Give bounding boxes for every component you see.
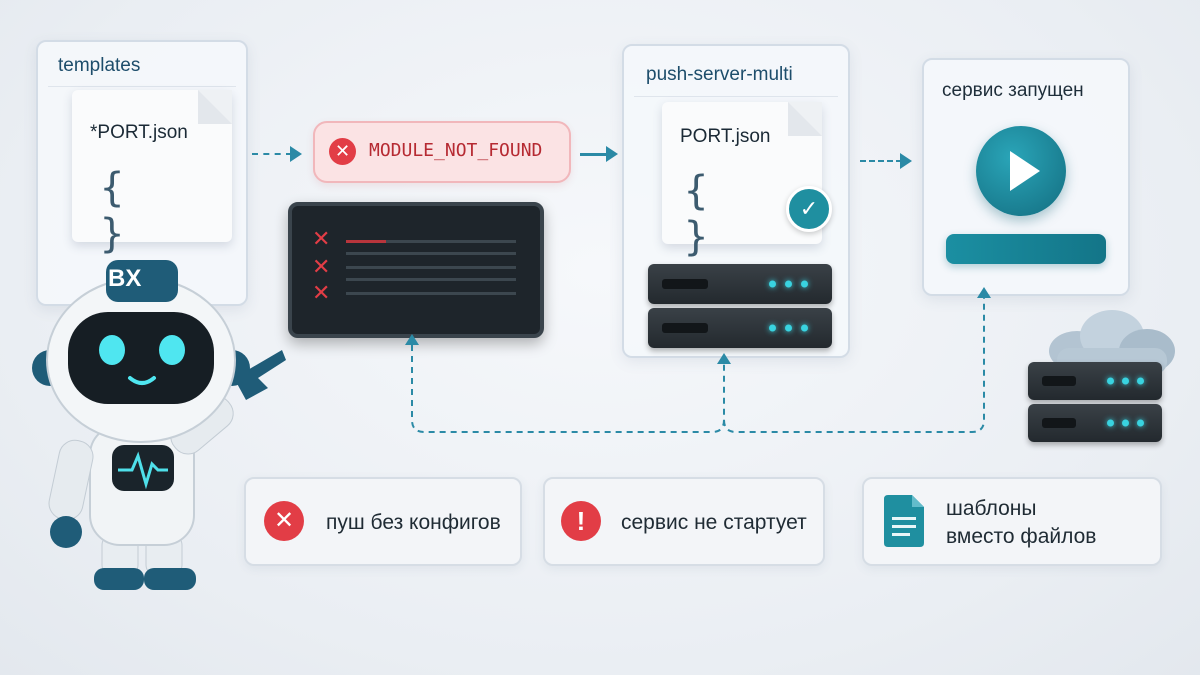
status-led	[1122, 419, 1129, 427]
error-pill: ✕ MODULE_NOT_FOUND	[313, 121, 571, 183]
cloud-server-unit	[1028, 404, 1162, 442]
log-line	[346, 278, 516, 281]
template-file-card: *PORT.json { }	[72, 90, 232, 257]
json-braces-icon: { }	[684, 168, 733, 260]
status-led	[1137, 377, 1144, 385]
templates-panel: templates *PORT.json { }	[36, 40, 248, 306]
note-templates-instead-of-files: шаблоны вместо файлов	[862, 477, 1162, 566]
page-fold-icon	[198, 90, 232, 124]
log-line	[346, 266, 516, 269]
flow-arrow-line	[252, 153, 292, 155]
arrow-head-icon	[606, 146, 618, 162]
note-text-line2: вместо файлов	[946, 525, 1097, 548]
x-circle-icon: ✕	[329, 138, 356, 165]
log-line	[346, 252, 516, 255]
progress-bar	[946, 234, 1106, 264]
status-led	[801, 280, 808, 288]
push-server-panel-title: push-server-multi	[646, 64, 793, 85]
terminal-window: ✕ ✕ ✕	[288, 202, 544, 338]
flow-arrow-line	[580, 153, 610, 156]
note-text: сервис не стартует	[621, 511, 807, 534]
status-led	[1122, 377, 1129, 385]
note-push-without-configs: ✕ пуш без конфигов	[244, 477, 522, 566]
error-text: MODULE_NOT_FOUND	[369, 140, 543, 161]
log-line	[346, 292, 516, 295]
port-file-name: PORT.json	[680, 126, 771, 147]
document-icon	[884, 495, 924, 547]
flow-arrow-line	[860, 160, 902, 162]
note-text-line1: шаблоны	[946, 497, 1037, 520]
page-fold-icon	[788, 102, 822, 136]
log-line-highlight	[346, 240, 386, 243]
robot-badge-label: BX	[108, 265, 142, 292]
status-led	[1137, 419, 1144, 427]
service-panel-title: сервис запущен	[942, 80, 1084, 101]
status-led	[785, 280, 792, 288]
robot-mascot	[32, 260, 286, 590]
arrow-head-icon	[900, 153, 912, 169]
play-icon	[976, 126, 1066, 216]
drive-slot	[1042, 418, 1076, 428]
panel-divider	[48, 86, 236, 87]
service-panel: сервис запущен	[922, 58, 1130, 296]
panel-divider	[634, 96, 838, 97]
drive-slot	[662, 323, 708, 333]
drive-slot	[662, 279, 708, 289]
status-led	[769, 280, 776, 288]
status-led	[785, 324, 792, 332]
templates-panel-title: templates	[58, 55, 141, 76]
note-text: пуш без конфигов	[326, 511, 501, 534]
play-triangle	[1010, 151, 1040, 191]
x-mark-icon: ✕	[312, 280, 331, 305]
template-file-name: *PORT.json	[90, 122, 188, 143]
status-led	[801, 324, 808, 332]
check-circle-icon: ✓	[786, 186, 832, 232]
log-line	[346, 240, 516, 243]
note-service-not-starting: ! сервис не стартует	[543, 477, 825, 566]
json-braces-icon: { }	[100, 165, 149, 257]
server-unit	[648, 308, 832, 348]
status-led	[1107, 419, 1114, 427]
server-unit	[648, 264, 832, 304]
x-circle-icon: ✕	[264, 501, 304, 541]
drive-slot	[1042, 376, 1076, 386]
status-led	[1107, 377, 1114, 385]
arrow-head-icon	[290, 146, 302, 162]
cloud-server-unit	[1028, 362, 1162, 400]
alert-circle-icon: !	[561, 501, 601, 541]
push-server-panel: push-server-multi PORT.json { } ✓	[622, 44, 850, 358]
x-mark-icon: ✕	[312, 226, 331, 251]
x-mark-icon: ✕	[312, 254, 331, 279]
status-led	[769, 324, 776, 332]
